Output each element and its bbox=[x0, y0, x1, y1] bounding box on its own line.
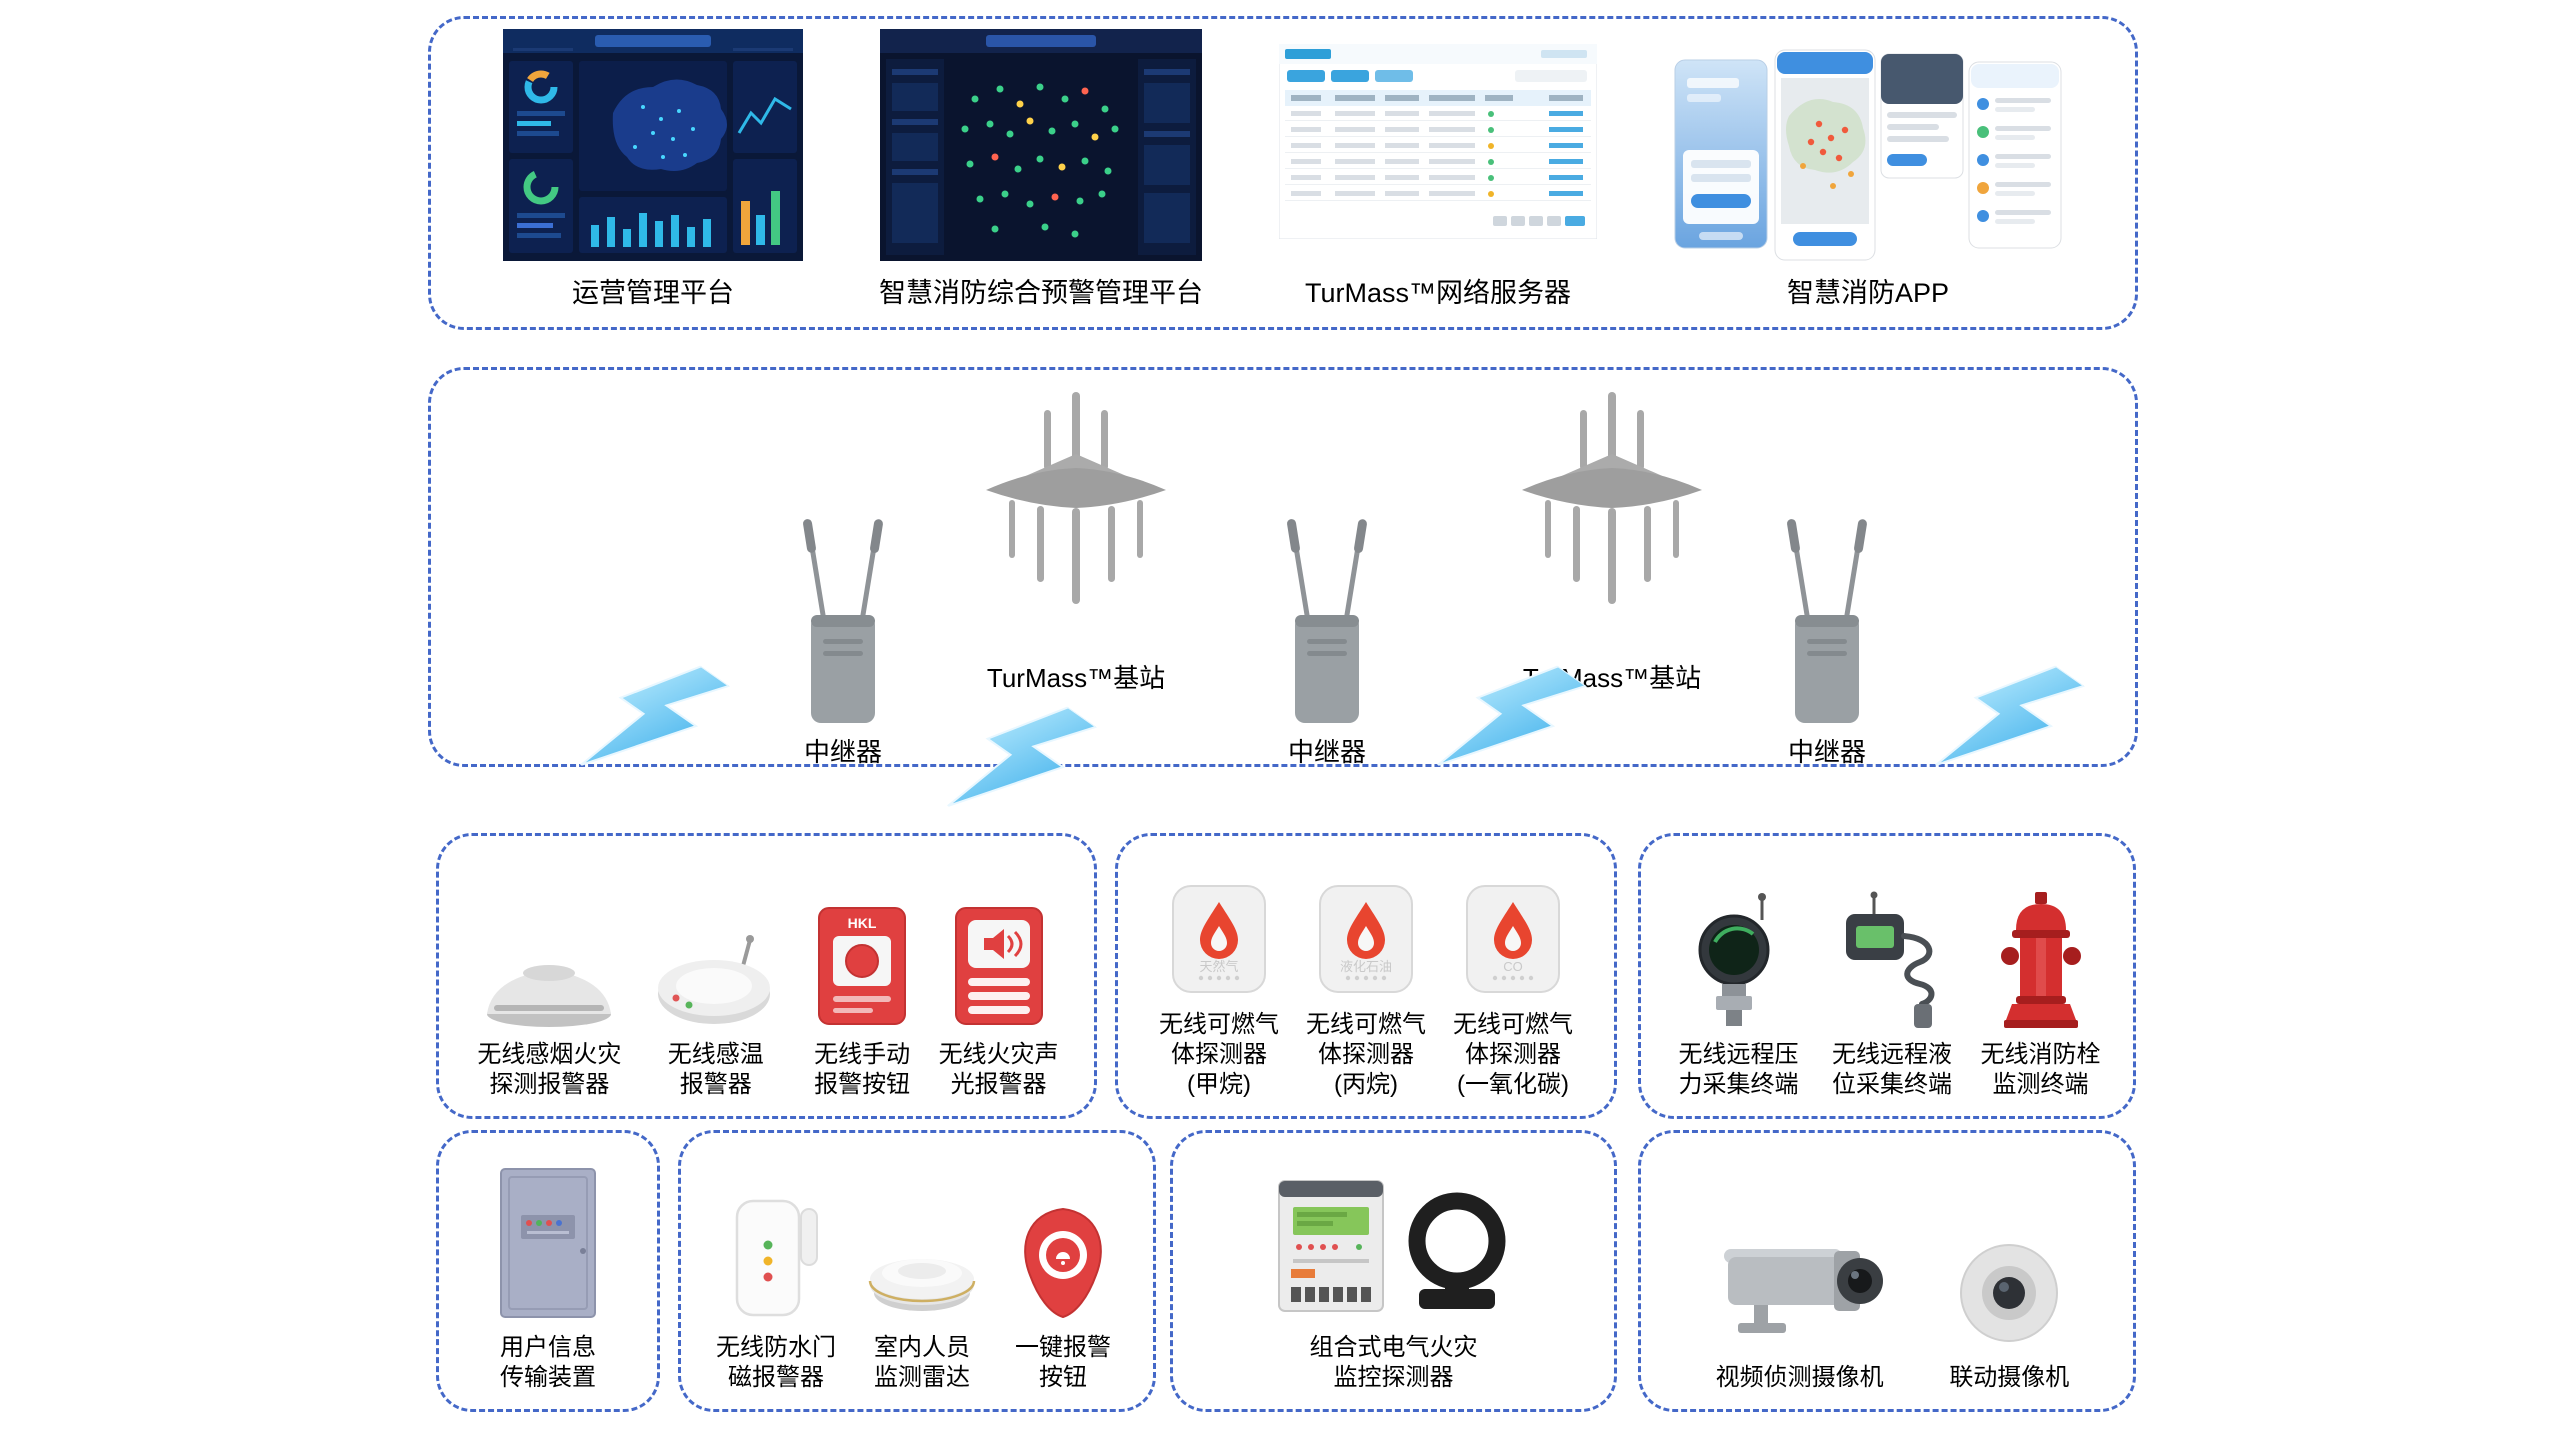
svg-text:天然气: 天然气 bbox=[1199, 959, 1238, 974]
device-fire-hydrant-terminal: 无线消防栓 监测终端 bbox=[1981, 880, 2101, 1100]
platform-ops: 运营管理平台 bbox=[503, 28, 803, 309]
repeater-label: 中继器 bbox=[1787, 737, 1867, 767]
network-layer-box: 中继器 TurMass™基站 bbox=[428, 367, 2138, 808]
device-label: 无线消防栓 监测终端 bbox=[1980, 1041, 2101, 1098]
liquid-level-terminal-icon bbox=[1846, 891, 1935, 1028]
device-label: 无线感温 报警器 bbox=[667, 1041, 764, 1098]
group-camera-devices: 视频侦测摄像机 联动摄像机 bbox=[1638, 1130, 2136, 1412]
repeater-icon bbox=[1787, 519, 1867, 723]
device-label: 无线可燃气 体探测器 (一氧化碳) bbox=[1453, 1011, 1573, 1098]
lightning-icon bbox=[1437, 665, 1589, 767]
device-label: 室内人员 监测雷达 bbox=[874, 1334, 970, 1391]
base-station-icon bbox=[986, 392, 1166, 604]
bullet-camera-icon bbox=[1723, 1249, 1883, 1333]
device-electrical-fire-detector: 组合式电气火灾 监控探测器 bbox=[1269, 1173, 1519, 1393]
warning-platform-image bbox=[880, 28, 1202, 261]
device-door-magnet-alarm: 无线防水门 磁报警器 bbox=[716, 1173, 836, 1393]
device-label: 无线可燃气 体探测器 (甲烷) bbox=[1159, 1011, 1279, 1098]
network-server-image bbox=[1279, 43, 1597, 239]
radar-icon bbox=[868, 1259, 976, 1311]
device-linkage-camera: 联动摄像机 bbox=[1944, 1203, 2074, 1393]
dome-camera-icon bbox=[1960, 1244, 2059, 1342]
device-smoke-detector: 无线感烟火灾 探测报警器 bbox=[474, 880, 624, 1100]
device-gas-detector-propane: 液化石油 无线可燃气 体探测器 (丙烷) bbox=[1306, 864, 1426, 1100]
pressure-terminal-icon bbox=[1698, 893, 1769, 1026]
app-screens-image bbox=[1674, 49, 2062, 261]
gas-detector-co-icon: CO bbox=[1466, 885, 1560, 993]
device-label: 组合式电气火灾 监控探测器 bbox=[1309, 1334, 1478, 1391]
temperature-alarm-icon bbox=[657, 935, 770, 1024]
app-screens-screenshot bbox=[1673, 45, 2063, 261]
svg-text:液化石油: 液化石油 bbox=[1340, 959, 1392, 974]
device-label: 联动摄像机 bbox=[1949, 1364, 2070, 1391]
device-label: 无线可燃气 体探测器 (丙烷) bbox=[1306, 1011, 1426, 1098]
warning-platform-screenshot bbox=[880, 28, 1202, 261]
svg-text:HKL: HKL bbox=[848, 915, 877, 931]
base-station-label: TurMass™基站 bbox=[986, 663, 1166, 693]
platform-ops-label: 运营管理平台 bbox=[572, 277, 734, 308]
fire-hydrant-icon bbox=[2000, 892, 2081, 1028]
device-sound-light-alarm: 无线火灾声 光报警器 bbox=[939, 880, 1059, 1100]
platform-server-label: TurMass™网络服务器 bbox=[1304, 277, 1571, 308]
platform-warning: 智慧消防综合预警管理平台 bbox=[879, 28, 1203, 309]
svg-text:CO: CO bbox=[1503, 959, 1523, 974]
device-label: 无线手动 报警按钮 bbox=[814, 1041, 911, 1098]
sound-light-alarm-icon bbox=[954, 907, 1043, 1025]
device-gas-detector-methane: 天然气 无线可燃气 体探测器 (甲烷) bbox=[1159, 864, 1279, 1100]
group-fire-alarm-devices: 无线感烟火灾 探测报警器 无线感温 报警器 HKL bbox=[436, 833, 1097, 1119]
group-electrical-fire-device: 组合式电气火灾 监控探测器 bbox=[1170, 1130, 1617, 1412]
network-server-screenshot bbox=[1279, 43, 1597, 261]
gas-detector-methane-icon: 天然气 bbox=[1172, 885, 1266, 993]
platform-layer-box: 运营管理平台 bbox=[428, 16, 2138, 330]
lightning-icon bbox=[947, 706, 1099, 808]
ops-dashboard-image bbox=[503, 28, 803, 261]
repeater-icon bbox=[1287, 519, 1367, 723]
device-pressure-terminal: 无线远程压 力采集终端 bbox=[1674, 880, 1804, 1100]
device-video-detection-camera: 视频侦测摄像机 bbox=[1700, 1203, 1900, 1393]
smoke-detector-icon bbox=[487, 965, 612, 1027]
device-one-key-alarm-button: 一键报警 按钮 bbox=[1008, 1173, 1118, 1393]
repeater-icon bbox=[803, 519, 883, 723]
device-temperature-alarm: 无线感温 报警器 bbox=[646, 880, 786, 1100]
device-label: 无线感烟火灾 探测报警器 bbox=[477, 1041, 622, 1098]
electrical-fire-detector-icon bbox=[1277, 1180, 1505, 1312]
device-gas-detector-co: CO 无线可燃气 体探测器 (一氧化碳) bbox=[1453, 864, 1573, 1100]
device-indoor-radar: 室内人员 监测雷达 bbox=[857, 1173, 987, 1393]
group-indoor-devices: 无线防水门 磁报警器 室内人员 监测雷达 bbox=[678, 1130, 1156, 1412]
device-label: 无线防水门 磁报警器 bbox=[716, 1334, 836, 1391]
lightning-icon bbox=[1935, 665, 2087, 767]
group-user-info-device: 用户信息 传输装置 bbox=[436, 1130, 660, 1412]
door-magnet-icon bbox=[735, 1199, 818, 1317]
platform-warning-label: 智慧消防综合预警管理平台 bbox=[879, 277, 1203, 308]
one-key-button-icon bbox=[1024, 1207, 1102, 1319]
info-transmission-cabinet-icon bbox=[500, 1168, 596, 1318]
platform-app: 智慧消防APP bbox=[1673, 45, 2063, 309]
group-monitoring-terminals: 无线远程压 力采集终端 无线远程液 位采集终端 bbox=[1638, 833, 2136, 1119]
device-label: 无线火灾声 光报警器 bbox=[938, 1041, 1059, 1098]
device-label: 视频侦测摄像机 bbox=[1715, 1364, 1884, 1391]
ops-dashboard-screenshot bbox=[503, 28, 803, 261]
device-liquid-level-terminal: 无线远程液 位采集终端 bbox=[1822, 880, 1962, 1100]
device-label: 用户信息 传输装置 bbox=[500, 1334, 596, 1391]
device-label: 无线远程液 位采集终端 bbox=[1832, 1041, 1952, 1098]
device-manual-call-point: HKL 无线手动 报警按钮 bbox=[807, 880, 917, 1100]
gas-detector-propane-icon: 液化石油 bbox=[1319, 885, 1413, 993]
platform-server: TurMass™网络服务器 bbox=[1279, 43, 1597, 309]
device-label: 一键报警 按钮 bbox=[1015, 1334, 1111, 1391]
group-gas-detector-devices: 天然气 无线可燃气 体探测器 (甲烷) 液化石油 无线可燃气 体探测器 (丙 bbox=[1115, 833, 1617, 1119]
base-station-icon bbox=[1522, 392, 1702, 604]
device-info-transmission-cabinet: 用户信息 传输装置 bbox=[483, 1163, 613, 1393]
repeater-label: 中继器 bbox=[803, 737, 883, 767]
platform-app-label: 智慧消防APP bbox=[1786, 277, 1950, 308]
manual-call-point-icon: HKL bbox=[818, 907, 907, 1025]
repeater-label: 中继器 bbox=[1287, 737, 1367, 767]
lightning-icon bbox=[580, 665, 732, 767]
device-label: 无线远程压 力采集终端 bbox=[1678, 1041, 1799, 1098]
